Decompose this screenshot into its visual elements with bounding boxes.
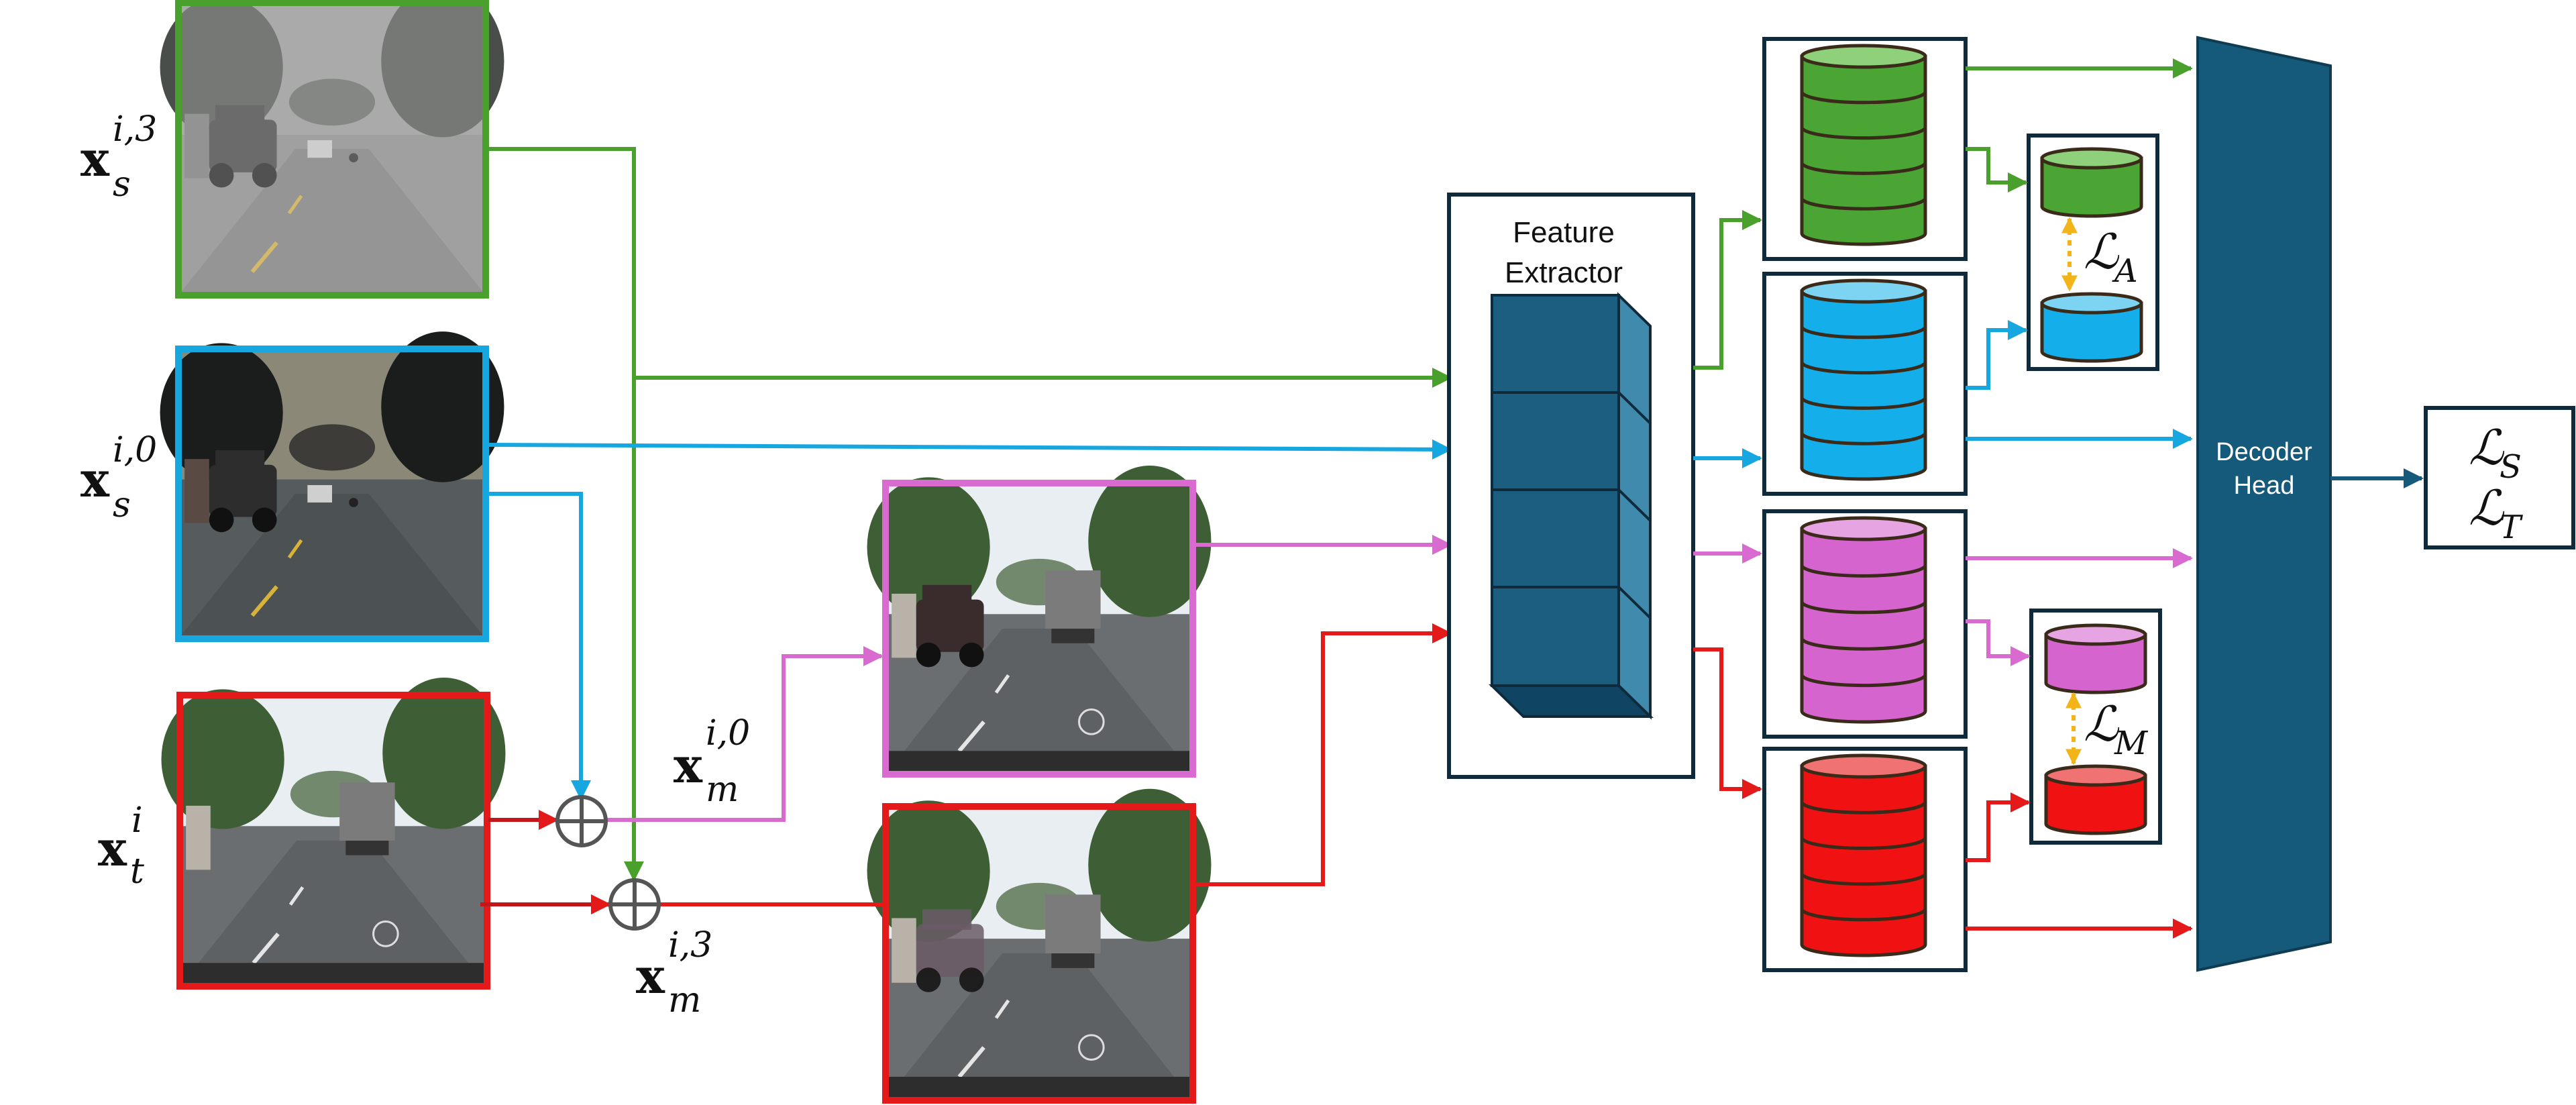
mix-operator-3	[608, 878, 661, 931]
svg-text:t: t	[130, 851, 144, 892]
loss-box-m: ℒ M	[2029, 609, 2162, 845]
svg-text:i,3: i,3	[113, 109, 157, 150]
svg-text:i,3: i,3	[668, 925, 712, 965]
svg-text:ℒ: ℒ	[2084, 223, 2120, 280]
target-image	[161, 677, 506, 990]
stack-to-decoder-arrows	[1966, 58, 2193, 939]
svg-text:ℒ: ℒ	[2469, 419, 2505, 476]
loss-m-cylinder-pink	[2044, 623, 2147, 694]
connector-lines	[480, 147, 1452, 914]
label-xs3: x s i,3	[80, 109, 157, 205]
label-xm0: x m i,0	[674, 713, 750, 810]
arrow-mixed3-to-extractor	[1194, 623, 1452, 886]
loss-m-cylinder-red	[2044, 764, 2147, 835]
svg-text:i,0: i,0	[706, 713, 750, 753]
svg-text:x: x	[674, 737, 703, 794]
feature-cylinder-green	[1800, 44, 1927, 246]
feature-stack-red	[1762, 747, 1968, 972]
svg-text:x: x	[636, 947, 665, 1004]
svg-text:Feature: Feature	[1513, 216, 1615, 249]
svg-text:s: s	[113, 164, 131, 205]
source-image-dusk	[160, 331, 504, 642]
feature-extractor: Feature Extractor	[1447, 193, 1695, 779]
loss-box-a: ℒ A	[2027, 134, 2159, 371]
extractor-output-arrows	[1693, 210, 1762, 799]
mixed-image-0	[867, 465, 1212, 778]
arrow-mix0-to-mixed0	[606, 646, 883, 822]
mix-operator-0	[555, 795, 608, 847]
source-image-foggy	[160, 0, 504, 299]
svg-text:T: T	[2500, 509, 2523, 546]
svg-text:m: m	[668, 980, 701, 1020]
feature-stack-green	[1762, 37, 1968, 261]
arrow-xs3-to-extractor	[488, 147, 1452, 388]
svg-text:s: s	[113, 485, 131, 525]
svg-text:Decoder: Decoder	[2216, 438, 2312, 466]
svg-text:i: i	[131, 800, 143, 841]
label-xs0: x s i,0	[80, 430, 157, 525]
svg-text:x: x	[98, 820, 127, 877]
svg-text:Head: Head	[2234, 472, 2295, 500]
svg-text:ℒ: ℒ	[2084, 696, 2120, 752]
svg-text:x: x	[80, 451, 110, 508]
feature-cylinder-red	[1800, 753, 1927, 957]
feature-stack-pink	[1762, 509, 1968, 739]
svg-text:A: A	[2112, 252, 2138, 290]
svg-text:Extractor: Extractor	[1505, 256, 1623, 289]
svg-text:x: x	[80, 130, 110, 187]
svg-text:M: M	[2114, 725, 2149, 762]
loss-a-cylinder-cyan	[2040, 292, 2143, 363]
feature-cylinder-cyan	[1800, 278, 1927, 481]
feature-stack-cyan	[1762, 272, 1968, 496]
label-xm3: x m i,3	[636, 925, 712, 1020]
svg-text:S: S	[2500, 448, 2522, 486]
output-loss-box: ℒ S ℒ T	[2424, 406, 2575, 549]
svg-text:i,0: i,0	[113, 430, 157, 470]
loss-a-cylinder-green	[2040, 147, 2143, 218]
svg-text:ℒ: ℒ	[2469, 480, 2505, 536]
mixed-image-3	[867, 788, 1212, 1104]
arrow-xs0-to-extractor	[488, 439, 1452, 460]
decoder-head: Decoder Head	[2196, 36, 2332, 972]
arrow-xs0-to-mix0	[488, 492, 591, 800]
label-xt: x t i	[98, 800, 144, 892]
feature-cylinder-pink	[1800, 516, 1927, 724]
svg-text:m: m	[706, 770, 739, 810]
stack-to-loss-arrows	[1966, 147, 2031, 862]
